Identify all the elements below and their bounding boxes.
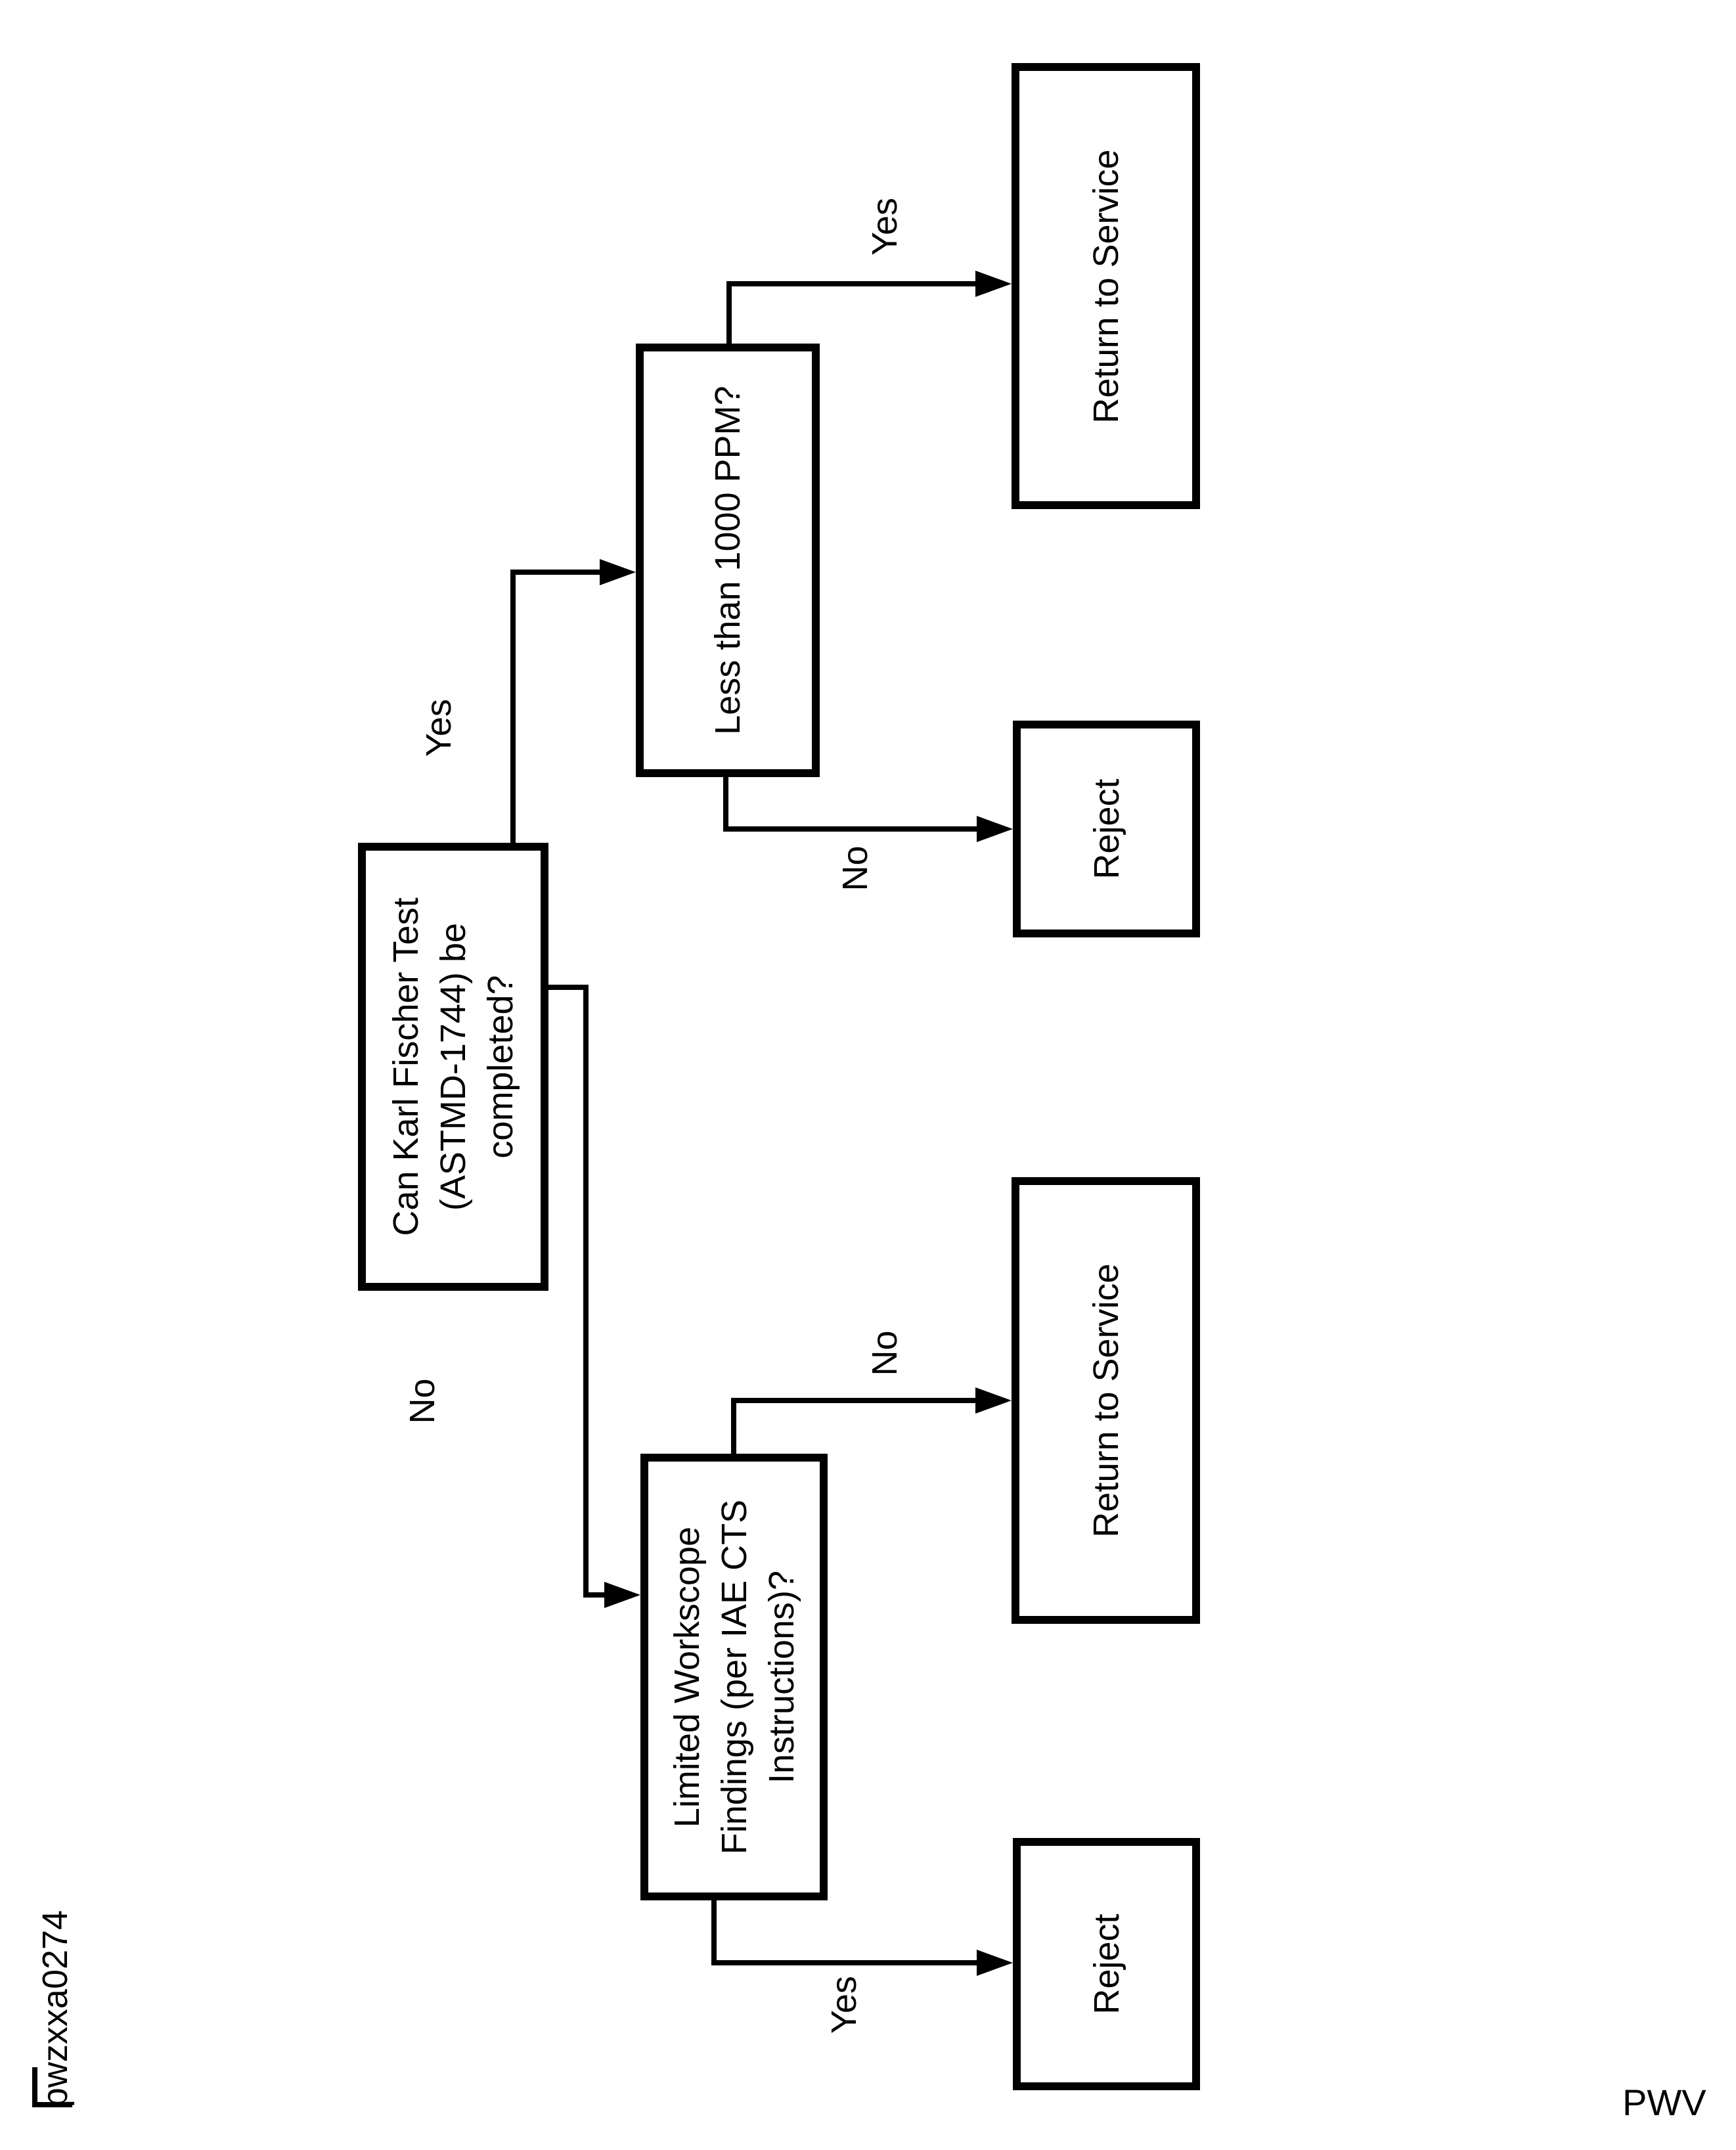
edge-ppm-yes-vertical [726, 281, 732, 344]
edge-kf-yes-vertical [510, 572, 516, 843]
node-return-to-service-top-label: Return to Service [1086, 148, 1126, 424]
edge-kf-no-vertical [583, 985, 589, 1598]
edge-ppm-no-arrowhead-icon [977, 816, 1013, 842]
node-reject-top: Reject [1013, 721, 1200, 937]
node-karl-fischer-test: Can Karl Fischer Test (ASTMD-1744) be co… [358, 843, 548, 1291]
edge-workscope-yes-vertical [711, 1900, 717, 1965]
node-reject-bottom: Reject [1013, 1838, 1200, 2090]
figure-id-label: pwzxxa0274 [35, 1910, 75, 2108]
edge-ppm-yes-horizontal [726, 281, 979, 286]
node-limited-workscope-label: Limited Workscope Findings (per IAE CTS … [667, 1499, 801, 1855]
node-reject-bottom-label: Reject [1086, 1914, 1126, 2015]
page-code-label: PWV [1622, 2082, 1706, 2123]
figure-bracket-horizontal [32, 2102, 72, 2107]
edge-workscope-yes-label: Yes [824, 1975, 864, 2034]
edge-ppm-no-label: No [835, 845, 875, 891]
node-less-than-1000ppm-label: Less than 1000 PPM? [708, 386, 747, 735]
edge-kf-no-label: No [403, 1378, 442, 1424]
edge-ppm-no-vertical [723, 777, 728, 832]
edge-workscope-no-vertical [731, 1398, 736, 1454]
edge-workscope-yes-horizontal [711, 1960, 979, 1965]
edge-workscope-no-label: No [865, 1330, 904, 1376]
node-reject-top-label: Reject [1086, 778, 1126, 880]
edge-kf-yes-arrowhead-icon [600, 559, 636, 585]
edge-ppm-no-horizontal [723, 826, 979, 832]
edge-workscope-yes-arrowhead-icon [977, 1950, 1013, 1976]
edge-workscope-no-horizontal [731, 1398, 977, 1403]
edge-kf-yes-horizontal [510, 570, 603, 575]
edge-kf-no-arrowhead-icon [604, 1582, 640, 1608]
edge-ppm-yes-label: Yes [865, 197, 904, 256]
edge-kf-yes-label: Yes [419, 698, 458, 757]
node-return-to-service-bottom-label: Return to Service [1086, 1263, 1126, 1538]
node-return-to-service-bottom: Return to Service [1012, 1177, 1200, 1624]
figure-bracket-vertical [32, 2067, 37, 2107]
edge-kf-no-horizontal-2 [583, 1592, 606, 1598]
node-less-than-1000ppm: Less than 1000 PPM? [636, 344, 820, 777]
node-limited-workscope: Limited Workscope Findings (per IAE CTS … [640, 1454, 828, 1900]
node-return-to-service-top: Return to Service [1012, 63, 1200, 509]
edge-ppm-yes-arrowhead-icon [975, 271, 1012, 297]
edge-kf-no-horizontal-1 [548, 985, 589, 990]
edge-workscope-no-arrowhead-icon [975, 1387, 1012, 1414]
node-karl-fischer-test-label: Can Karl Fischer Test (ASTMD-1744) be co… [386, 897, 520, 1236]
